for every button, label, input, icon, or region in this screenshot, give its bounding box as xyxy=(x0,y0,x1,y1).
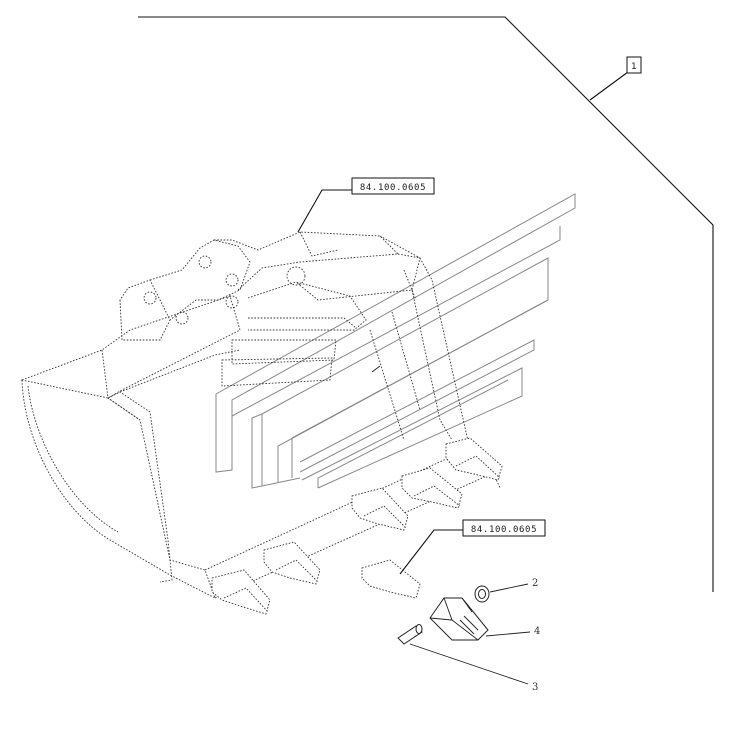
callout-2-leader xyxy=(489,583,529,593)
callout-3-label: 3 xyxy=(532,682,538,693)
reference-lower-label: 84.100.0605 xyxy=(471,525,537,535)
reference-upper-label: 84.100.0605 xyxy=(360,183,426,193)
callout-2-label: 2 xyxy=(532,578,538,589)
reference-lower-pointer xyxy=(399,529,464,575)
kit-reference-box[interactable]: 1 xyxy=(626,56,642,74)
reference-lower-box[interactable]: 84.100.0605 xyxy=(462,519,546,537)
kit-bracket-line xyxy=(138,16,714,592)
tooth-pin-part[interactable] xyxy=(397,624,423,645)
kit-reference-label: 1 xyxy=(631,62,637,72)
reference-upper-pointer xyxy=(297,189,352,233)
retainer-ring-part[interactable] xyxy=(474,585,490,603)
bucket-tooth-part[interactable] xyxy=(429,597,489,641)
callout-4-label: 4 xyxy=(534,626,540,637)
watermark-logo xyxy=(215,193,576,489)
callout-4-leader xyxy=(485,631,531,637)
reference-upper-box[interactable]: 84.100.0605 xyxy=(351,177,435,195)
excavator-bucket xyxy=(20,231,501,599)
callout-3-leader xyxy=(409,643,529,685)
tooth-adapters xyxy=(211,437,503,615)
